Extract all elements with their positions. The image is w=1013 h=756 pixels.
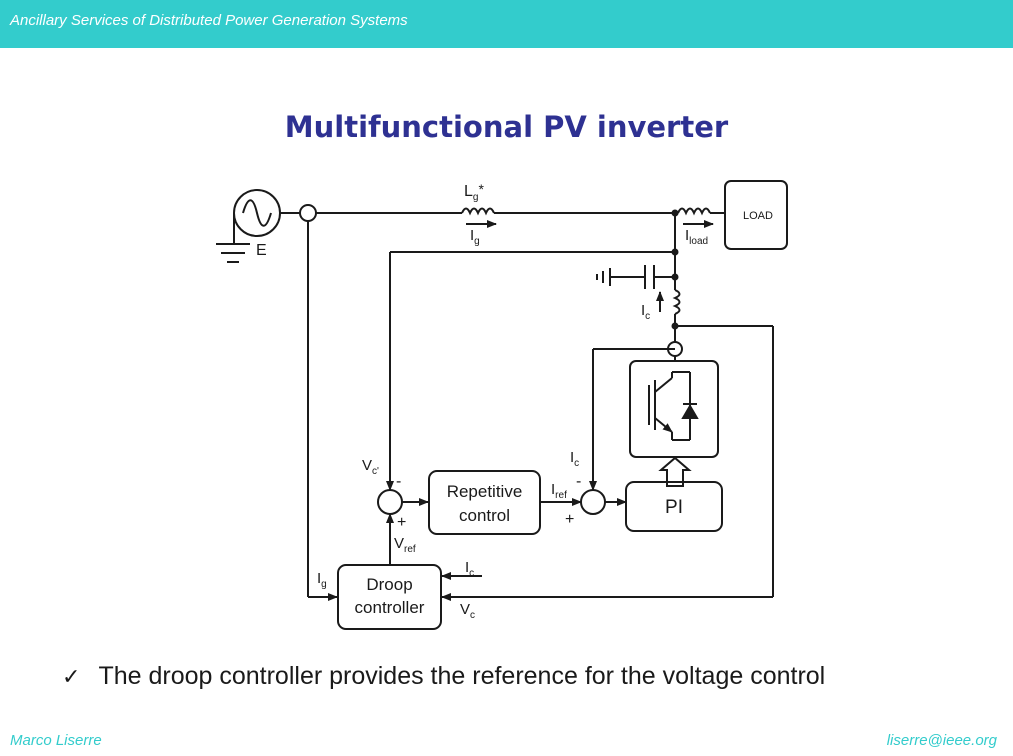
- checkmark-icon: ✓: [62, 665, 81, 690]
- droop-label-1: Droop: [366, 575, 412, 594]
- header-title: Ancillary Services of Distributed Power …: [10, 12, 408, 29]
- header-bar: Ancillary Services of Distributed Power …: [0, 0, 1013, 48]
- ic-label-filter: Ic: [641, 302, 650, 322]
- iload-label: Iload: [685, 227, 708, 247]
- inductor-filter: [672, 289, 681, 315]
- minus-sign-i: -: [576, 473, 581, 490]
- footer-email: liserre@ieee.org: [886, 732, 997, 749]
- droop-label-2: controller: [355, 598, 425, 617]
- pi-block: [625, 481, 723, 532]
- summer-current: [580, 489, 606, 515]
- summer-voltage: [377, 489, 403, 515]
- vc-label-droop: Vc: [460, 601, 475, 621]
- minus-sign-v: -: [396, 473, 401, 490]
- gate-signal-arrow: [658, 456, 692, 487]
- ic-label-droop: Ic: [465, 559, 474, 579]
- inverter-box: [629, 360, 719, 458]
- load-label: LOAD: [743, 210, 773, 222]
- slide-title: Multifunctional PV inverter: [284, 110, 729, 144]
- current-sensor-ig: [299, 204, 317, 222]
- bullet-text: The droop controller provides the refere…: [98, 662, 826, 690]
- ig-label-droop: Ig: [317, 570, 327, 590]
- load-box: [724, 180, 788, 250]
- vc1-label: Vc': [362, 457, 379, 477]
- inductor-lg: [461, 207, 495, 216]
- vref-label: Vref: [394, 535, 416, 555]
- bullet-item: ✓ The droop controller provides the refer…: [62, 662, 825, 691]
- repetitive-control-block: [428, 470, 541, 535]
- sine-wave: [242, 199, 272, 227]
- inductor-load: [677, 207, 711, 216]
- footer-author: Marco Liserre: [10, 732, 102, 749]
- node-dot: [671, 248, 679, 256]
- source-label: E: [256, 242, 267, 259]
- node-dot: [671, 322, 679, 330]
- node-dot: [671, 273, 679, 281]
- ic-label-summer: Ic: [570, 449, 579, 469]
- ig-label: Ig: [470, 227, 480, 247]
- lg-label: Lg*: [464, 181, 484, 203]
- node-dot: [671, 209, 679, 217]
- plus-sign-v: +: [397, 514, 406, 531]
- iref-label: Iref: [551, 481, 567, 501]
- pi-label: PI: [665, 497, 683, 518]
- plus-sign-i: +: [565, 511, 574, 528]
- diode: [681, 404, 699, 419]
- repetitive-label-2: control: [459, 506, 510, 525]
- repetitive-label-1: Repetitive: [447, 482, 523, 501]
